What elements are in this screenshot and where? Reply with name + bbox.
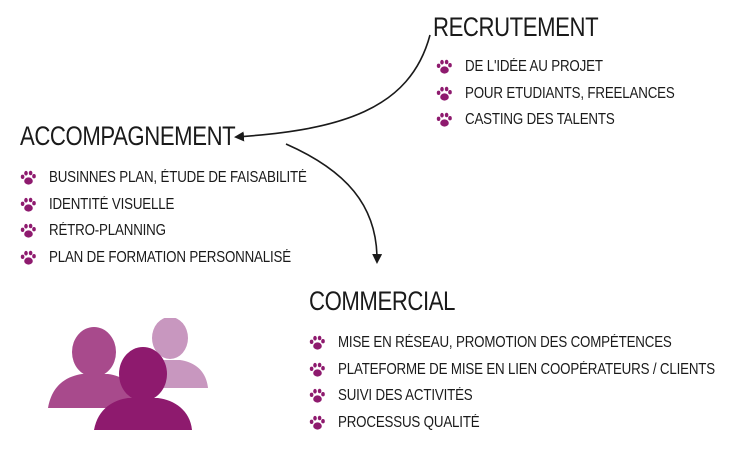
paw-print-icon [309, 388, 325, 403]
list-item-label: DE L'IDÉE AU PROJET [465, 58, 603, 76]
paw-print-icon [309, 362, 325, 377]
paw-print-icon [436, 86, 452, 101]
section-accompagnement: ACCOMPAGNEMENT BUSINNES PLAN, ÉTUDE DE F… [20, 121, 349, 271]
section-title: ACCOMPAGNEMENT [20, 121, 236, 151]
item-list: DE L'IDÉE AU PROJET POUR ETUDIANTS, FREE… [436, 54, 709, 134]
person-front [94, 347, 192, 430]
person-left [48, 327, 140, 408]
list-item: BUSINNES PLAN, ÉTUDE DE FAISABILITÉ [20, 165, 349, 192]
section-commercial: COMMERCIAL MISE EN RÉSEAU, PROMOTION DES… [309, 286, 730, 436]
list-item-label: PLAN DE FORMATION PERSONNALISÉ [49, 248, 291, 266]
list-item-label: POUR ETUDIANTS, FREELANCES [465, 84, 675, 102]
list-item-label: BUSINNES PLAN, ÉTUDE DE FAISABILITÉ [49, 169, 307, 187]
section-recrutement: RECRUTEMENT DE L'IDÉE AU PROJET POUR ETU… [433, 12, 709, 134]
list-item: PROCESSUS QUALITÉ [309, 410, 730, 437]
list-item: MISE EN RÉSEAU, PROMOTION DES COMPÉTENCE… [309, 330, 730, 357]
list-item: DE L'IDÉE AU PROJET [436, 54, 709, 81]
list-item-label: PROCESSUS QUALITÉ [338, 413, 480, 431]
item-list: BUSINNES PLAN, ÉTUDE DE FAISABILITÉ IDEN… [20, 165, 349, 271]
list-item: RÉTRO-PLANNING [20, 218, 349, 245]
list-item: IDENTITÉ VISUELLE [20, 192, 349, 219]
list-item-label: MISE EN RÉSEAU, PROMOTION DES COMPÉTENCE… [338, 334, 672, 352]
paw-print-icon [309, 335, 325, 350]
paw-print-icon [20, 223, 36, 238]
list-item: PLATEFORME DE MISE EN LIEN COOPÉRATEURS … [309, 357, 730, 384]
people-group-icon [48, 318, 208, 430]
arrow-recrutement-to-accompagnement [234, 34, 431, 142]
paw-print-icon [436, 112, 452, 127]
paw-print-icon [309, 415, 325, 430]
list-item: SUIVI DES ACTIVITÉS [309, 383, 730, 410]
list-item-label: IDENTITÉ VISUELLE [49, 195, 175, 213]
paw-print-icon [20, 250, 36, 265]
list-item: POUR ETUDIANTS, FREELANCES [436, 81, 709, 108]
arrow-accompagnement-to-commercial [285, 143, 383, 264]
paw-print-icon [20, 197, 36, 212]
list-item-label: CASTING DES TALENTS [465, 111, 615, 129]
section-title: COMMERCIAL [309, 286, 455, 316]
paw-print-icon [20, 170, 36, 185]
list-item-label: SUIVI DES ACTIVITÉS [338, 387, 473, 405]
list-item: CASTING DES TALENTS [436, 107, 709, 134]
list-item: PLAN DE FORMATION PERSONNALISÉ [20, 245, 349, 272]
item-list: MISE EN RÉSEAU, PROMOTION DES COMPÉTENCE… [309, 330, 730, 436]
list-item-label: PLATEFORME DE MISE EN LIEN COOPÉRATEURS … [338, 360, 715, 378]
list-item-label: RÉTRO-PLANNING [49, 222, 166, 240]
paw-print-icon [436, 59, 452, 74]
section-title: RECRUTEMENT [433, 12, 599, 42]
